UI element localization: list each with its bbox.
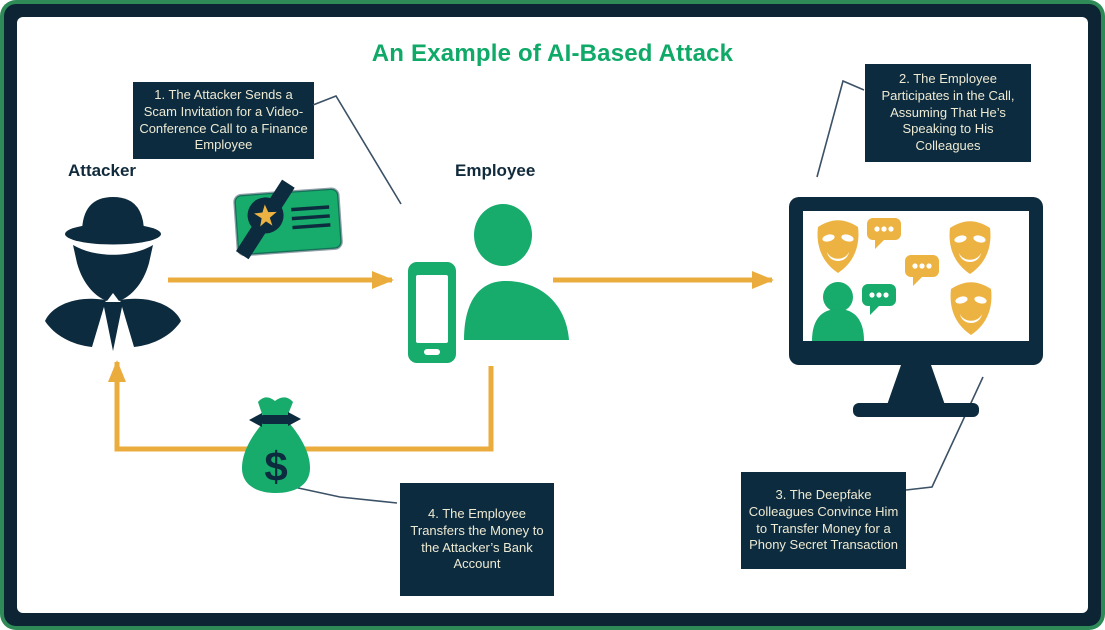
monitor-base	[853, 403, 979, 417]
step-3-callout: 3. The Deepfake Colleagues Convince Him …	[741, 472, 906, 569]
scam-invitation-card-icon	[233, 179, 343, 260]
callout-leader-lines	[288, 79, 984, 504]
step-1-callout: 1. The Attacker Sends a Scam Invitation …	[133, 82, 314, 159]
spy-incognito-icon	[45, 197, 181, 351]
diagram-title: An Example of AI-Based Attack	[371, 40, 734, 67]
step-2-callout: 2. The Employee Participates in the Call…	[865, 64, 1031, 162]
star-icon	[253, 204, 277, 227]
arrow-money-return	[108, 360, 494, 452]
video-call-monitor-icon	[789, 197, 1043, 417]
money-bag-icon: $	[242, 397, 310, 493]
leader-line-step-2	[816, 79, 865, 178]
step-4-callout: 4. The Employee Transfers the Money to t…	[400, 483, 554, 596]
person-icon	[464, 204, 569, 340]
leader-line-step-4	[288, 485, 398, 504]
leader-line-step-1	[312, 95, 402, 205]
step-2-text: 2. The Employee Participates in the Call…	[881, 71, 1015, 153]
step-3-text: 3. The Deepfake Colleagues Convince Him …	[748, 487, 899, 553]
monitor-stand	[887, 365, 945, 405]
employee-on-screen-icon	[812, 282, 864, 341]
step-1-text: 1. The Attacker Sends a Scam Invitation …	[139, 87, 308, 153]
smartphone-icon	[408, 262, 456, 363]
dollar-sign: $	[264, 443, 287, 490]
step-4-text: 4. The Employee Transfers the Money to t…	[410, 506, 544, 572]
employee-label: Employee	[455, 161, 536, 180]
attacker-label: Attacker	[68, 161, 137, 180]
